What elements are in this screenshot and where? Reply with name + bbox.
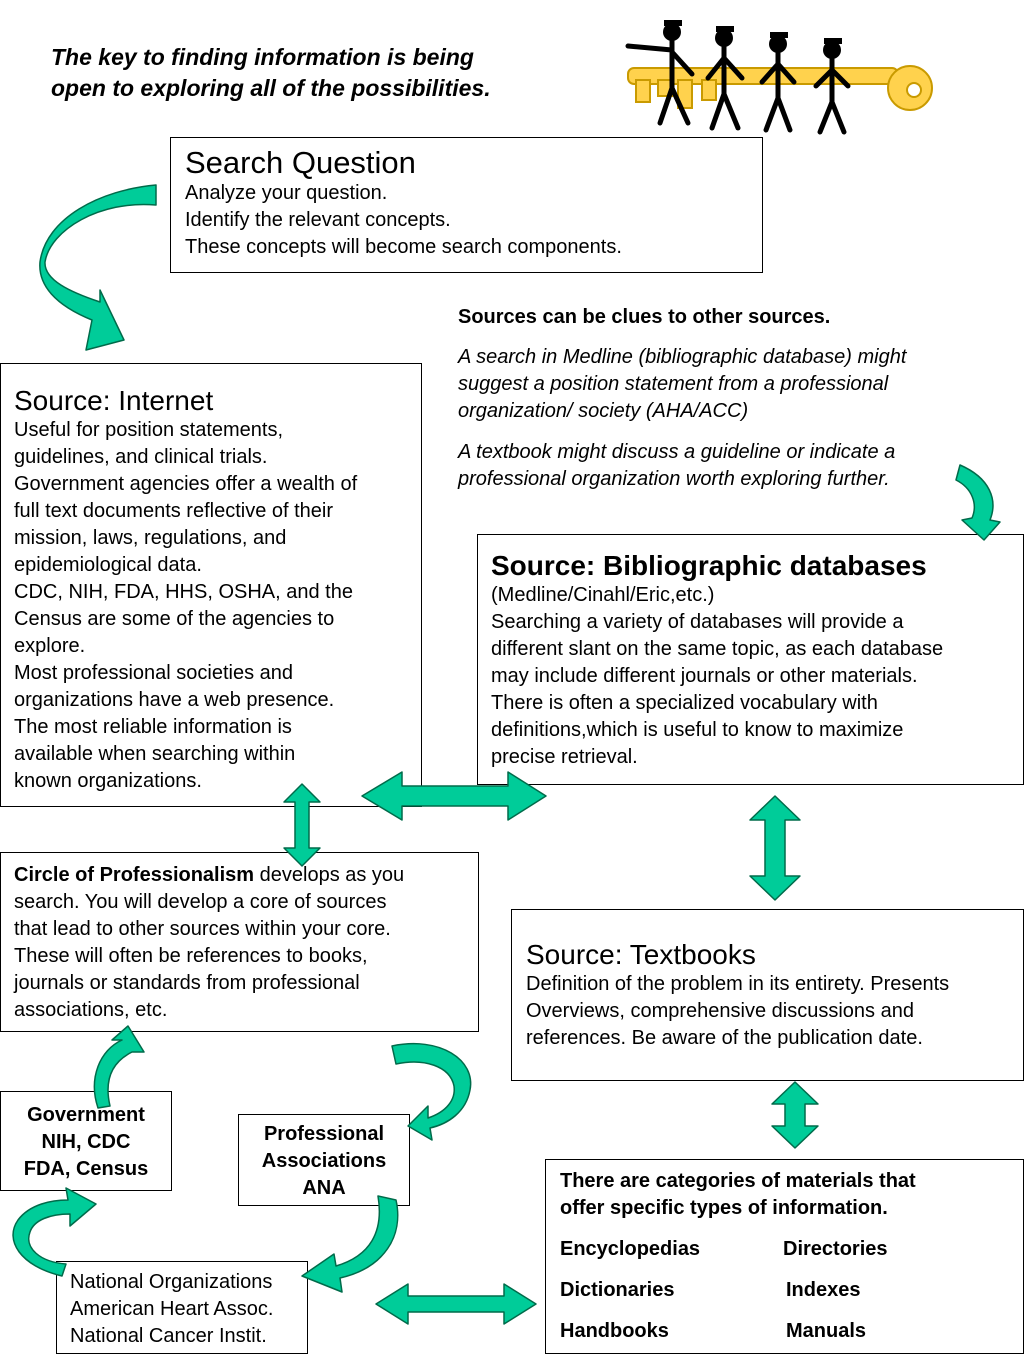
circle-first-line: Circle of Professionalism develops as yo… [14,862,465,889]
internet-line: organizations have a web presence. [14,689,335,711]
internet-line: mission, laws, regulations, and [14,527,287,549]
bibliographic-line: precise retrieval. [491,746,638,768]
bibliographic-source-box: Source: Bibliographic databases (Medline… [477,534,1024,785]
category-item: Encyclopedias [560,1238,701,1260]
circle-line: search. You will develop a core of sourc… [14,891,387,913]
curved-arrow-icon [39,184,157,351]
circle-line: that lead to other sources within your c… [14,918,391,940]
search-question-line: These concepts will become search compon… [185,236,622,258]
bibliographic-line: There is often a specialized vocabulary … [491,692,878,714]
double-arrow-icon [283,783,321,867]
internet-line: Government agencies offer a wealth of [14,473,358,495]
internet-line: known organizations. [14,770,202,792]
internet-line: CDC, NIH, FDA, HHS, OSHA, and the [14,581,353,603]
bibliographic-line: (Medline/Cinahl/Eric,etc.) [491,584,715,606]
search-question-title: Search Question [185,145,416,180]
national-line: American Heart Assoc. [70,1298,274,1320]
circle-bold-lead: Circle of Professionalism [14,864,255,886]
circle-line: These will often be references to books, [14,945,368,967]
bibliographic-line: different slant on the same topic, as ea… [491,638,944,660]
clues-paragraph-2: A textbook might discuss a guideline or … [458,441,896,490]
category-item: Manuals [786,1320,867,1342]
internet-line: The most reliable information is [14,716,292,738]
tagline-line-1: The key to finding information is being [51,44,474,70]
bibliographic-line: definitions,which is useful to know to m… [491,719,904,741]
category-item: Handbooks [560,1320,669,1342]
professional-associations-box: Professional Associations ANA [238,1114,410,1206]
double-arrow-icon [375,1283,537,1325]
government-line: Government [27,1104,145,1126]
curved-arrow-icon [391,1042,472,1141]
tagline: The key to finding information is being … [51,42,611,104]
government-line: NIH, CDC [41,1131,131,1153]
textbooks-source-box: Source: Textbooks Definition of the prob… [511,909,1024,1081]
bibliographic-title: Source: Bibliographic databases [491,550,927,581]
category-item: Directories [783,1238,888,1260]
internet-source-box: Source: Internet Useful for position sta… [0,363,422,807]
internet-line: full text documents reflective of their [14,500,334,522]
internet-line: Most professional societies and [14,662,294,684]
clues-text: Sources can be clues to other sources. A… [458,304,1008,493]
bibliographic-line: may include different journals or other … [491,665,918,687]
curved-arrow-icon [93,1025,145,1109]
circle-line: associations, etc. [14,999,168,1021]
search-question-line: Identify the relevant concepts. [185,209,451,231]
double-arrow-icon [749,795,801,901]
internet-line: epidemiological data. [14,554,202,576]
textbooks-line: Definition of the problem in its entiret… [526,973,950,995]
curved-arrow-icon [301,1195,399,1293]
internet-line: Census are some of the agencies to [14,608,335,630]
textbooks-title: Source: Textbooks [526,939,756,970]
curved-arrow-icon [955,464,1001,541]
textbooks-line: Overviews, comprehensive discussions and [526,1000,914,1022]
categories-row: Dictionaries Indexes [560,1277,1009,1304]
textbooks-line: references. Be aware of the publication … [526,1027,923,1049]
government-line: FDA, Census [23,1158,149,1180]
internet-line: explore. [14,635,86,657]
double-arrow-icon [771,1081,819,1149]
circle-of-professionalism-box: Circle of Professionalism develops as yo… [0,852,479,1032]
national-line: National Cancer Instit. [70,1325,267,1347]
professional-line: ANA [302,1177,346,1199]
tagline-line-2: open to exploring all of the possibiliti… [51,75,491,101]
clues-heading: Sources can be clues to other sources. [458,306,831,328]
category-item: Dictionaries [560,1279,675,1301]
clues-paragraph-1: A search in Medline (bibliographic datab… [458,346,907,422]
curved-arrow-icon [12,1187,97,1277]
bibliographic-line: Searching a variety of databases will pr… [491,611,904,633]
double-arrow-icon [361,771,547,821]
government-box: Government NIH, CDC FDA, Census [0,1091,172,1191]
internet-line: guidelines, and clinical trials. [14,446,268,468]
category-item: Indexes [786,1279,861,1301]
categories-box: There are categories of materials that o… [545,1159,1024,1354]
internet-title: Source: Internet [14,385,214,416]
internet-line: available when searching within [14,743,296,765]
circle-line: journals or standards from professional [14,972,360,994]
professional-line: Professional [263,1123,385,1145]
search-question-box: Search Question Analyze your question. I… [170,137,763,273]
categories-row: Handbooks Manuals [560,1318,1009,1345]
circle-first-rest: develops as you [254,864,405,886]
professional-line: Associations [261,1150,387,1172]
search-question-line: Analyze your question. [185,182,388,204]
categories-row: Encyclopedias Directories [560,1236,1009,1263]
internet-line: Useful for position statements, [14,419,284,441]
national-line: National Organizations [70,1271,273,1293]
categories-heading-line: offer specific types of information. [560,1197,888,1219]
key-with-people-icon [625,20,933,135]
national-organizations-box: National Organizations American Heart As… [56,1261,308,1354]
categories-heading-line: There are categories of materials that [560,1170,916,1192]
